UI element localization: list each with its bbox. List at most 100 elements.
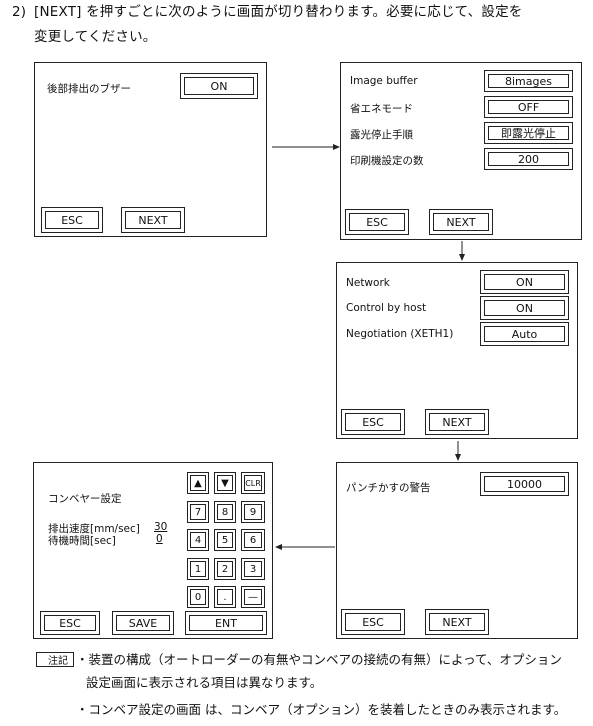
exposure-stop-label: 露光停止手順 — [350, 129, 413, 141]
wait-time-label: 待機時間[sec] — [48, 535, 116, 547]
save-label: SAVE — [116, 615, 170, 631]
negotiation-label: Negotiation (XETH1) — [346, 328, 454, 340]
key-8[interactable]: 8 — [214, 501, 236, 523]
image-buffer-value[interactable]: 8images — [484, 70, 573, 92]
intro-line-2: 変更してください。 — [34, 29, 157, 45]
up-arrow-key[interactable]: ▲ — [187, 472, 209, 494]
key-9-label: 9 — [244, 504, 262, 520]
arrow-screen3-to-screen4 — [455, 441, 461, 461]
esc-label: ESC — [349, 213, 405, 231]
save-button[interactable]: SAVE — [112, 611, 174, 635]
punch-warning-label: パンチかすの警告 — [346, 482, 431, 494]
next-button[interactable]: NEXT — [121, 207, 185, 233]
printer-count-value-text: 200 — [488, 152, 569, 166]
arrow-screen2-to-screen3 — [459, 241, 465, 261]
up-arrow-icon: ▲ — [190, 475, 206, 491]
screen-image-buffer: Image buffer 8images 省エネモード OFF 露光停止手順 即… — [340, 62, 582, 240]
exposure-stop-value-text: 即露光停止 — [488, 126, 569, 140]
ent-label: ENT — [189, 615, 263, 631]
next-label: NEXT — [125, 211, 181, 229]
next-label: NEXT — [429, 413, 485, 431]
clr-label: CLR — [244, 475, 262, 491]
rear-buzzer-value[interactable]: ON — [180, 73, 258, 99]
network-label: Network — [346, 277, 390, 289]
esc-button[interactable]: ESC — [41, 207, 103, 233]
key-8-label: 8 — [217, 504, 233, 520]
negotiation-value-text: Auto — [484, 326, 565, 342]
esc-button[interactable]: ESC — [341, 609, 405, 635]
discharge-speed-value[interactable]: 30 — [154, 521, 168, 533]
punch-warning-value-text: 10000 — [484, 476, 565, 492]
exposure-stop-value[interactable]: 即露光停止 — [484, 122, 573, 144]
control-by-host-value[interactable]: ON — [480, 296, 569, 320]
key-9[interactable]: 9 — [241, 501, 265, 523]
key-minus[interactable]: — — [241, 586, 265, 608]
next-button[interactable]: NEXT — [429, 209, 493, 235]
key-5-label: 5 — [217, 532, 233, 548]
screen-network: Network ON Control by host ON Negotiatio… — [336, 262, 578, 439]
punch-warning-value[interactable]: 10000 — [480, 472, 569, 496]
rear-buzzer-value-text: ON — [184, 77, 254, 95]
key-3[interactable]: 3 — [241, 558, 265, 580]
conveyor-title: コンベヤー設定 — [48, 493, 122, 505]
control-by-host-label: Control by host — [346, 302, 427, 314]
next-label: NEXT — [433, 213, 489, 231]
esc-button[interactable]: ESC — [341, 409, 405, 435]
esc-label: ESC — [345, 613, 401, 631]
image-buffer-value-text: 8images — [488, 74, 569, 88]
discharge-speed-label: 排出速度[mm/sec] — [48, 523, 140, 535]
esc-button[interactable]: ESC — [40, 611, 100, 635]
down-arrow-key[interactable]: ▼ — [214, 472, 236, 494]
note-badge-label: 注記 — [48, 656, 68, 667]
key-3-label: 3 — [244, 561, 262, 577]
arrow-screen4-to-screen5 — [275, 544, 335, 550]
screen-punch-warning: パンチかすの警告 10000 ESC NEXT — [336, 462, 578, 639]
control-by-host-value-text: ON — [484, 300, 565, 316]
note-bullet-2: ・コンベア設定の画面 は、コンベア（オプション）を装着したときのみ表示されます。 — [76, 702, 567, 717]
key-dot[interactable]: . — [214, 586, 236, 608]
key-0-label: 0 — [190, 589, 206, 605]
step-number: 2) — [12, 4, 27, 20]
key-7[interactable]: 7 — [187, 501, 209, 523]
key-5[interactable]: 5 — [214, 529, 236, 551]
key-dot-label: . — [217, 589, 233, 605]
wait-time-value[interactable]: 0 — [156, 533, 163, 545]
screen-rear-buzzer: 後部排出のブザー ON ESC NEXT — [34, 62, 267, 237]
key-7-label: 7 — [190, 504, 206, 520]
negotiation-value[interactable]: Auto — [480, 322, 569, 346]
note-badge: 注記 — [36, 652, 74, 667]
esc-button[interactable]: ESC — [345, 209, 409, 235]
energy-save-label: 省エネモード — [350, 103, 413, 115]
key-6[interactable]: 6 — [241, 529, 265, 551]
key-1[interactable]: 1 — [187, 558, 209, 580]
key-1-label: 1 — [190, 561, 206, 577]
minus-icon: — — [244, 589, 262, 605]
key-6-label: 6 — [244, 532, 262, 548]
image-buffer-label: Image buffer — [350, 75, 418, 87]
next-button[interactable]: NEXT — [425, 609, 489, 635]
esc-label: ESC — [45, 211, 99, 229]
ent-button[interactable]: ENT — [185, 611, 267, 635]
printer-count-label: 印刷機設定の数 — [350, 155, 424, 167]
next-button[interactable]: NEXT — [425, 409, 489, 435]
clr-key[interactable]: CLR — [241, 472, 265, 494]
rear-buzzer-label: 後部排出のブザー — [47, 83, 131, 95]
key-2-label: 2 — [217, 561, 233, 577]
network-value[interactable]: ON — [480, 270, 569, 294]
intro-line-1: [NEXT] を押すごとに次のように画面が切り替わります。必要に応じて、設定を — [34, 4, 523, 20]
esc-label: ESC — [44, 615, 96, 631]
down-arrow-icon: ▼ — [217, 475, 233, 491]
next-label: NEXT — [429, 613, 485, 631]
screen-conveyor-settings: コンベヤー設定 排出速度[mm/sec] 30 待機時間[sec] 0 ▲ ▼ … — [33, 462, 273, 639]
key-2[interactable]: 2 — [214, 558, 236, 580]
arrow-screen1-to-screen2 — [272, 144, 340, 150]
network-value-text: ON — [484, 274, 565, 290]
printer-count-value[interactable]: 200 — [484, 148, 573, 170]
esc-label: ESC — [345, 413, 401, 431]
key-0[interactable]: 0 — [187, 586, 209, 608]
key-4-label: 4 — [190, 532, 206, 548]
energy-save-value-text: OFF — [488, 100, 569, 114]
key-4[interactable]: 4 — [187, 529, 209, 551]
energy-save-value[interactable]: OFF — [484, 96, 573, 118]
